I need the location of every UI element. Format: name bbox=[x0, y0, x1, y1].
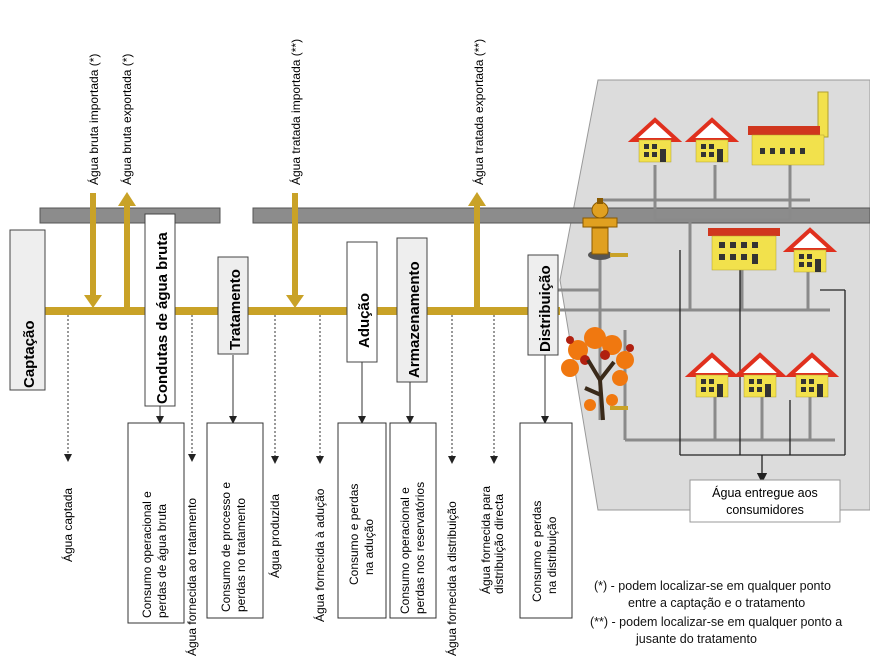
label-tratada-exportada: Água tratada exportada (**) bbox=[471, 39, 486, 185]
footnote-4: jusante do tratamento bbox=[636, 632, 757, 646]
label-bruta-importada: Água bruta importada (*) bbox=[86, 54, 101, 185]
footnote-1: (*) - podem localizar-se em qualquer pon… bbox=[594, 579, 831, 593]
stage-label-tratamento: Tratamento bbox=[227, 269, 244, 350]
box-consumo-bruta bbox=[127, 422, 185, 624]
stage-box-condutas bbox=[144, 213, 176, 407]
stage-box-aducao bbox=[346, 241, 378, 363]
label-fornecida-distribuicao: Água fornecida à distribuição bbox=[444, 501, 459, 656]
label-distribuicao-directa-2: distribuição directa bbox=[492, 494, 506, 594]
stage-label-condutas: Condutas de água bruta bbox=[154, 232, 171, 404]
text-consumo-reservatorios-2: perdas nos reservatórios bbox=[413, 482, 427, 614]
label-fornecida-aducao: Água fornecida à adução bbox=[312, 488, 327, 622]
factory-icon bbox=[748, 91, 829, 166]
stage-box-armazenamento bbox=[396, 237, 428, 383]
text-consumo-distribuicao-2: na distribuição bbox=[545, 516, 559, 594]
footnote-3: (**) - podem localizar-se em qualquer po… bbox=[590, 615, 843, 629]
top-flow-arrows bbox=[84, 192, 486, 308]
footnote-2: entre a captação e o tratamento bbox=[628, 596, 806, 610]
label-fornecida-tratamento: Água fornecida ao tratamento bbox=[184, 498, 199, 656]
stage-label-distribuicao: Distribuição bbox=[537, 265, 554, 352]
text-consumo-bruta-2: perdas de água bruta bbox=[155, 504, 169, 618]
stage-box-tratamento bbox=[217, 256, 249, 355]
stage-label-captacao: Captação bbox=[21, 320, 38, 388]
stage-label-aducao: Adução bbox=[356, 293, 373, 348]
label-distribuicao-directa-1: Água fornecida para bbox=[478, 486, 493, 594]
box-consumo-reservatorios bbox=[389, 422, 437, 619]
text-consumo-tratamento-1: Consumo de processo e bbox=[219, 482, 233, 612]
text-entregue-2: consumidores bbox=[726, 503, 804, 517]
delivery-collection-lines bbox=[679, 250, 846, 484]
fire-hydrant-icon bbox=[582, 198, 628, 260]
tree-icon bbox=[561, 327, 634, 421]
label-agua-produzida: Água produzida bbox=[267, 494, 282, 578]
building-icon bbox=[708, 228, 780, 271]
text-entregue-1: Água entregue aos bbox=[712, 485, 818, 500]
loss-arrows bbox=[156, 355, 549, 424]
main-water-pipe bbox=[40, 307, 560, 315]
stage-label-armazenamento: Armazenamento bbox=[406, 261, 423, 378]
box-agua-entregue bbox=[689, 479, 841, 523]
text-consumo-reservatorios-1: Consumo operacional e bbox=[398, 487, 412, 614]
box-consumo-distribuicao bbox=[519, 422, 573, 619]
text-consumo-distribuicao-1: Consumo e perdas bbox=[530, 501, 544, 602]
label-agua-captada: Água captada bbox=[60, 488, 75, 562]
stage-box-captacao bbox=[9, 229, 46, 391]
label-tratada-importada: Água tratada importada (**) bbox=[288, 39, 303, 185]
text-consumo-aducao-1: Consumo e perdas bbox=[347, 484, 361, 585]
box-consumo-tratamento bbox=[206, 422, 264, 619]
text-consumo-aducao-2: na adução bbox=[362, 519, 376, 575]
outflow-arrows bbox=[64, 315, 498, 464]
text-consumo-tratamento-2: perdas no tratamento bbox=[234, 498, 248, 612]
stage-box-distribuicao bbox=[527, 254, 559, 356]
box-consumo-aducao bbox=[337, 422, 387, 619]
text-consumo-bruta-1: Consumo operacional e bbox=[140, 491, 154, 618]
label-bruta-exportada: Água bruta exportada (*) bbox=[119, 54, 134, 185]
